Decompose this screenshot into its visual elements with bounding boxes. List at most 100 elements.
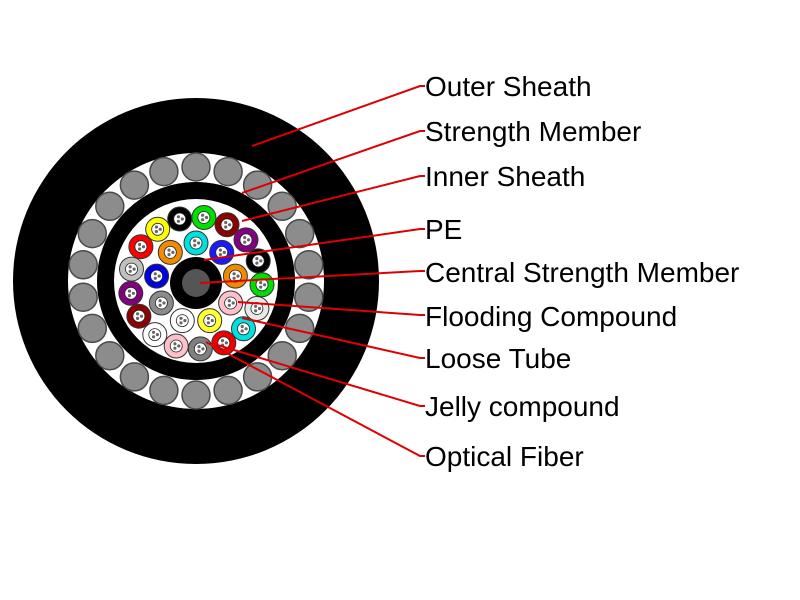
optical-fiber [151, 330, 156, 334]
jelly-compound [224, 296, 238, 310]
strength-wire [242, 170, 273, 200]
optical-fiber [162, 301, 166, 305]
optical-fiber [259, 259, 263, 263]
optical-fiber [240, 324, 244, 329]
strength-wire [213, 375, 243, 406]
optical-fiber [247, 238, 251, 242]
loose-tube [167, 206, 193, 232]
optical-fiber [227, 303, 231, 307]
optical-fiber [210, 319, 214, 323]
optical-fiber [180, 217, 184, 221]
loose-tube [191, 205, 217, 230]
optical-fiber [224, 220, 228, 225]
optical-fiber [243, 236, 247, 240]
loose-tube [128, 234, 154, 260]
jelly-compound [193, 342, 207, 356]
optical-fiber [244, 327, 248, 331]
leader-strength-member [241, 130, 425, 194]
strength-wire [294, 250, 324, 280]
optical-fiber [138, 242, 142, 247]
optical-fiber [136, 316, 140, 320]
loose-tube [183, 230, 209, 256]
optical-fiber [232, 276, 236, 280]
optical-fiber [193, 239, 197, 243]
optical-fiber [197, 241, 201, 245]
strength-wire [68, 282, 98, 312]
label-inner-sheath: Inner Sheath [425, 161, 585, 192]
optical-fiber [128, 265, 132, 269]
loose-tube [233, 227, 259, 253]
optical-fiber [183, 319, 187, 323]
optical-fiber [179, 321, 183, 325]
strength-wire [181, 152, 211, 182]
loose-tube [214, 212, 240, 238]
optical-fiber [127, 289, 132, 293]
jelly-compound [169, 339, 183, 353]
jelly-compound [237, 322, 250, 336]
optical-fiber [173, 346, 177, 350]
optical-fiber [227, 299, 231, 303]
optical-fiber [201, 347, 205, 351]
loose-tubes [118, 205, 275, 362]
optical-fiber [257, 306, 262, 311]
strength-wire [242, 362, 273, 392]
optical-fiber [218, 253, 222, 257]
loose-tube [126, 303, 152, 329]
strength-wire [284, 218, 315, 249]
strength-wire [181, 380, 211, 410]
strength-wire [119, 362, 150, 392]
jelly-compound [150, 269, 164, 283]
leader-lines [199, 85, 425, 457]
leader-pe [203, 228, 425, 261]
strength-wire [77, 218, 108, 249]
optical-fiber [222, 250, 226, 254]
optical-fiber [193, 243, 197, 247]
strength-wire [95, 340, 125, 371]
loose-tube [222, 263, 248, 289]
optical-fiber [176, 215, 180, 219]
optical-fiber [138, 247, 142, 251]
optical-fiber [151, 335, 156, 339]
loose-tube [218, 290, 244, 316]
optical-fiber [167, 248, 171, 252]
loose-tube [145, 216, 171, 242]
optical-fiber [177, 344, 181, 348]
optical-fiber [218, 248, 222, 252]
loose-tube [231, 316, 256, 342]
label-jelly-compound: Jelly compound [425, 391, 620, 422]
optical-fiber [206, 321, 210, 325]
loose-tube [157, 239, 183, 265]
jelly-compound [173, 212, 187, 226]
jelly-compound [197, 211, 211, 224]
loose-tube [142, 322, 168, 348]
leader-optical-fiber [205, 341, 425, 457]
optical-fiber [176, 219, 180, 223]
loose-tube [245, 248, 271, 274]
optical-fiber [141, 245, 146, 249]
optical-fiber [201, 213, 205, 217]
jelly-compound [154, 296, 168, 310]
label-outer-sheath: Outer Sheath [425, 71, 592, 102]
optical-fiber [259, 281, 263, 285]
optical-fiber [131, 291, 135, 295]
loose-tube [119, 256, 144, 282]
optical-fiber [236, 274, 240, 278]
central-strength-member [182, 269, 210, 297]
label-flooding-compound: Flooding Compound [425, 301, 677, 332]
optical-fiber [204, 215, 209, 220]
leader-loose-tube [241, 317, 425, 359]
optical-fiber [167, 253, 171, 257]
loose-tube [163, 333, 189, 359]
optical-fiber [158, 299, 162, 303]
optical-fiber [231, 301, 235, 305]
leader-outer-sheath [251, 85, 425, 147]
optical-fiber [254, 309, 258, 313]
jelly-compound [203, 314, 217, 328]
loose-tube [197, 308, 223, 334]
jelly-compound [132, 309, 146, 323]
optical-fiber [201, 218, 205, 222]
strength-wire [294, 282, 324, 312]
jelly-compound [124, 286, 138, 300]
leader-jelly-compound [213, 343, 425, 407]
leader-flooding-compound [237, 301, 425, 316]
